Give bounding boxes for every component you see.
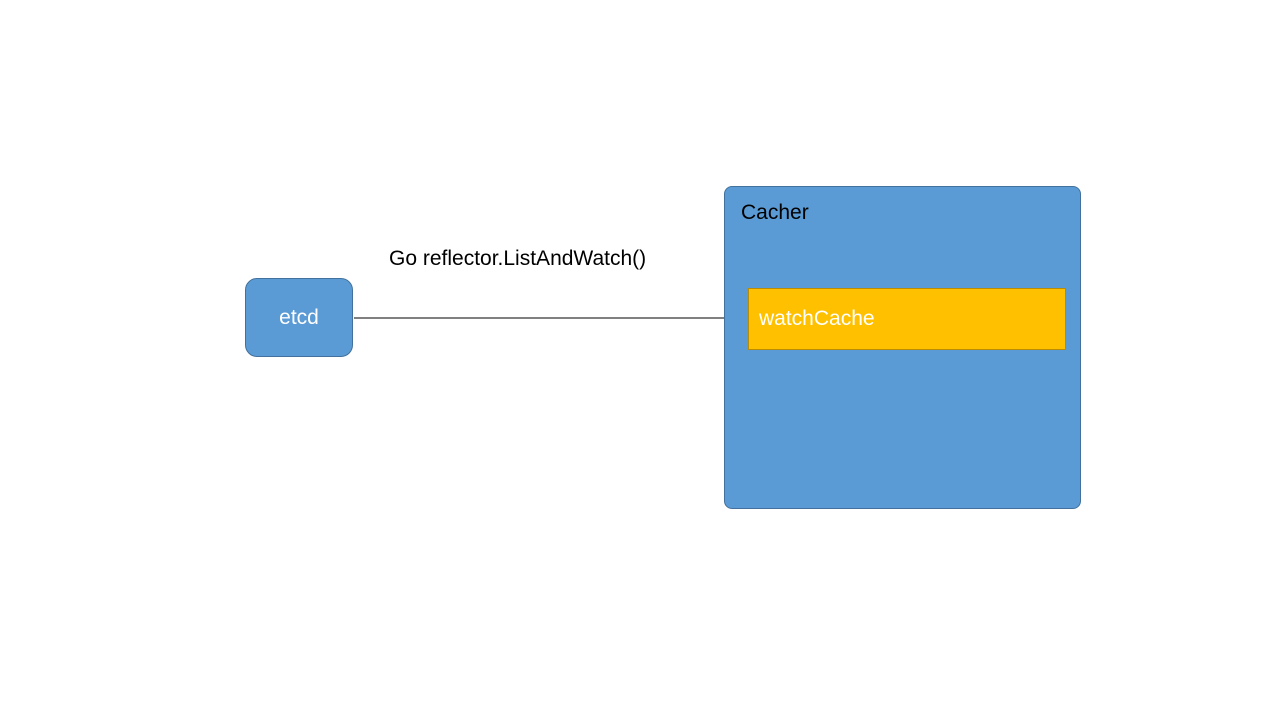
cacher-container: Cacher watchCache (724, 186, 1081, 509)
cacher-label: Cacher (741, 201, 809, 224)
etcd-node: etcd (245, 278, 353, 357)
etcd-label: etcd (279, 305, 319, 329)
edge-label-listandwatch: Go reflector.ListAndWatch() (389, 247, 647, 270)
watchcache-node: watchCache (748, 288, 1066, 350)
watchcache-label: watchCache (759, 307, 875, 330)
